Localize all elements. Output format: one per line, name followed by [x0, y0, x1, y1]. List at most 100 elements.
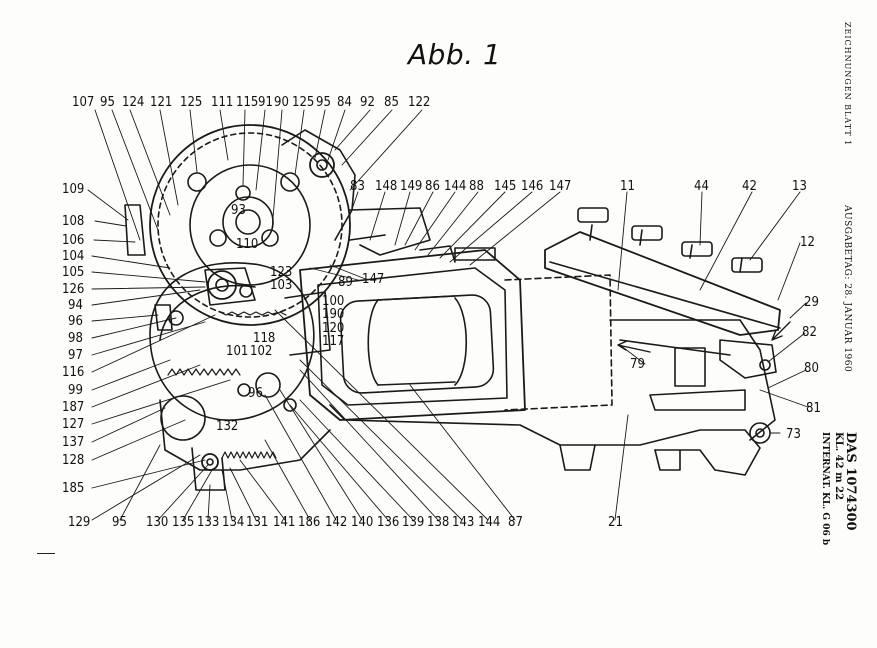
publication-date: AUSGABETAG: 28. JANUAR 1960 [842, 205, 852, 373]
label: 140 [351, 515, 373, 530]
label: 126 [62, 282, 84, 297]
margin-mark [37, 553, 55, 554]
label: 90 [274, 95, 289, 110]
label: 120 [322, 321, 344, 336]
label: 147 [549, 179, 571, 194]
label: 99 [68, 383, 83, 398]
lower-gear [149, 262, 315, 421]
label: 142 [325, 515, 347, 530]
label: 124 [122, 95, 144, 110]
label: 110 [236, 237, 258, 252]
label: 100 [322, 294, 344, 309]
label: 86 [425, 179, 440, 194]
reference-labels: 107 95 124 121 125 111 115 91 90 125 95 … [62, 95, 821, 530]
label: 80 [804, 361, 819, 376]
arrow-79 [617, 340, 651, 353]
label: 105 [62, 265, 84, 280]
label: 97 [68, 348, 83, 363]
label: 122 [408, 95, 430, 110]
label: 21 [608, 515, 623, 530]
lower-lever-assembly [159, 395, 331, 491]
label: 116 [62, 365, 84, 380]
label: 118 [253, 331, 275, 346]
label: 103 [270, 278, 292, 293]
label: 129 [68, 515, 90, 530]
label: 139 [402, 515, 424, 530]
label: 146 [521, 179, 543, 194]
label: 144 [478, 515, 500, 530]
label: 149 [400, 179, 422, 194]
label: 190 [322, 307, 344, 322]
patent-class: KL. 42 m 22 [833, 432, 844, 501]
label: 148 [375, 179, 397, 194]
label: 107 [72, 95, 94, 110]
label: 93 [231, 203, 246, 218]
label: 89 [338, 275, 353, 290]
label: 123 [270, 265, 292, 280]
label: 133 [197, 515, 219, 530]
label: 128 [62, 453, 84, 468]
label: 138 [427, 515, 449, 530]
label: 130 [146, 515, 168, 530]
label: 95 [100, 95, 115, 110]
linkage-parts [284, 207, 496, 356]
label: 121 [150, 95, 172, 110]
label: 29 [804, 295, 819, 310]
keyboard-rail [544, 207, 781, 444]
label: 127 [62, 417, 84, 432]
figure-title: Abb. 1 [408, 38, 502, 71]
label: 83 [350, 179, 365, 194]
label: 144 [444, 179, 466, 194]
label: 85 [384, 95, 399, 110]
arrow-29 [771, 321, 791, 341]
label: 147 [362, 272, 384, 287]
label: 91 [258, 95, 273, 110]
label: 73 [786, 427, 801, 442]
label: 108 [62, 214, 84, 229]
label: 87 [508, 515, 523, 530]
label: 96 [248, 386, 263, 401]
label: 96 [68, 314, 83, 329]
label: 115 [236, 95, 258, 110]
cassette-housing [299, 249, 613, 421]
label: 117 [322, 334, 344, 349]
label: 125 [292, 95, 314, 110]
label: 143 [452, 515, 474, 530]
label: 88 [469, 179, 484, 194]
label: 104 [62, 249, 84, 264]
label: 13 [792, 179, 807, 194]
label: 82 [802, 325, 817, 340]
patent-number: DAS 1074300 [843, 432, 858, 531]
label: 42 [742, 179, 757, 194]
springs [167, 311, 287, 459]
label: 95 [112, 515, 127, 530]
label: 102 [250, 344, 272, 359]
label: 92 [360, 95, 375, 110]
label: 98 [68, 331, 83, 346]
label: 186 [298, 515, 320, 530]
label: 79 [630, 357, 645, 372]
label: 185 [62, 481, 84, 496]
international-class: INTERNAT. KL. G 06 b [820, 432, 830, 546]
label: 106 [62, 233, 84, 248]
label: 136 [377, 515, 399, 530]
label: 145 [494, 179, 516, 194]
label: 101 [226, 344, 248, 359]
label: 95 [316, 95, 331, 110]
leader-lines [87, 109, 809, 521]
label: 125 [180, 95, 202, 110]
label: 84 [337, 95, 352, 110]
label: 187 [62, 400, 84, 415]
label: 137 [62, 435, 84, 450]
label: 94 [68, 298, 83, 313]
label: 131 [246, 515, 268, 530]
label: 12 [800, 235, 815, 250]
label: 132 [216, 419, 238, 434]
left-bracket [124, 204, 173, 331]
label: 141 [273, 515, 295, 530]
top-right-pulley [281, 129, 356, 241]
sheet-label: ZEICHNUNGEN BLATT 1 [843, 22, 852, 147]
label: 109 [62, 182, 84, 197]
label: 44 [694, 179, 709, 194]
